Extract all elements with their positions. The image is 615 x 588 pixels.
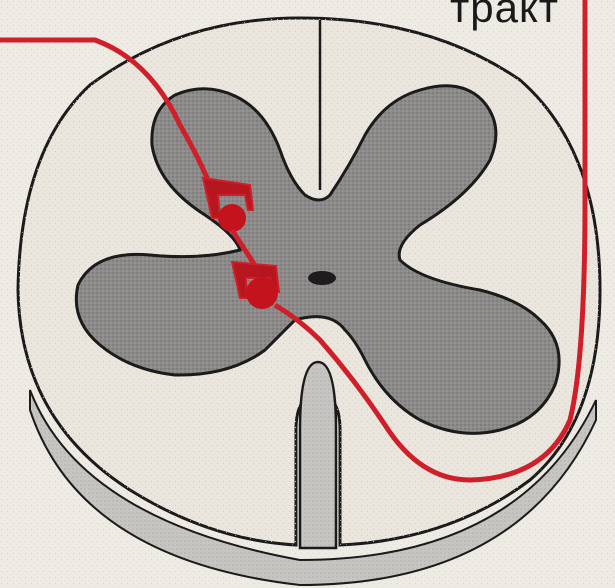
neuron-lower-body <box>246 277 278 309</box>
tract-label: тракт <box>450 0 559 32</box>
anterior-fissure <box>300 362 336 548</box>
neuron-upper-body <box>218 204 246 232</box>
central-canal <box>308 271 336 285</box>
